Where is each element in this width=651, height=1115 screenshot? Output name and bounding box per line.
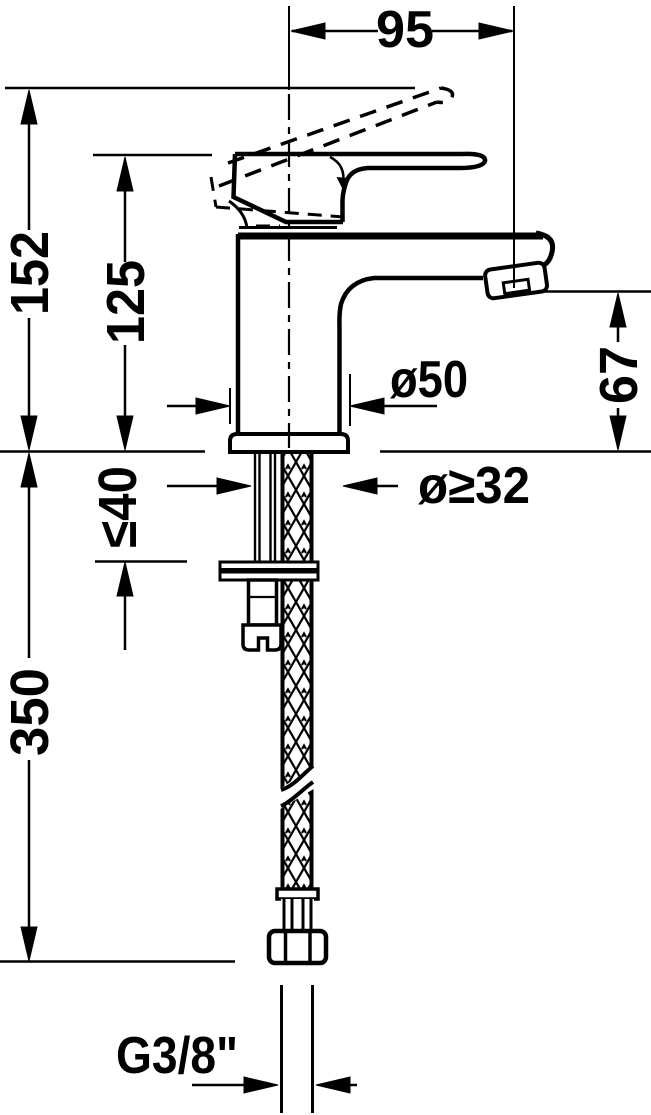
body-tilted-outline bbox=[209, 176, 345, 228]
label-hole-diameter: ø≥32 bbox=[418, 457, 530, 515]
fitting-cap bbox=[275, 887, 320, 901]
washer-plate-top bbox=[218, 560, 320, 571]
arrow-125-top bbox=[116, 156, 134, 192]
label-handle-height: 125 bbox=[96, 260, 156, 344]
arrow-67-top bbox=[609, 292, 627, 328]
spout-nose bbox=[535, 230, 556, 268]
arrow-thread-right bbox=[315, 1076, 351, 1094]
label-overall-height: 152 bbox=[0, 231, 60, 315]
fitting-ribs bbox=[282, 899, 313, 931]
label-base-diameter: ø50 bbox=[390, 351, 468, 409]
fixing-nut-collar bbox=[241, 623, 283, 652]
arrow-thread-left bbox=[243, 1076, 279, 1094]
label-hose-length: 350 bbox=[0, 668, 60, 756]
arrow-deck-up bbox=[116, 561, 134, 597]
arrow-125-bottom bbox=[116, 415, 134, 451]
connection-thread-pipe bbox=[280, 985, 314, 1113]
arrow-95-right bbox=[478, 22, 514, 40]
arrow-152-top bbox=[20, 89, 38, 125]
dimension-lines bbox=[20, 22, 627, 1094]
reference-lines bbox=[0, 6, 651, 963]
label-spout-projection: 95 bbox=[376, 1, 434, 59]
threaded-stud bbox=[253, 453, 277, 562]
fixing-nut-body bbox=[246, 578, 279, 627]
cartridge-housing bbox=[231, 153, 343, 225]
supply-hose bbox=[277, 453, 317, 889]
aerator bbox=[483, 260, 550, 301]
faucet-body bbox=[228, 153, 556, 454]
arrow-95-left bbox=[290, 22, 326, 40]
lever-raised-position bbox=[218, 86, 455, 188]
arrow-d50-right bbox=[349, 397, 385, 415]
arrow-152-bottom bbox=[20, 415, 38, 451]
hose-end-fitting bbox=[266, 887, 329, 1113]
lever-rest-position bbox=[235, 151, 488, 222]
arrow-d32-left bbox=[216, 477, 252, 495]
lever-handle bbox=[209, 86, 488, 229]
arrow-350-top bbox=[20, 452, 38, 488]
label-max-deck-thickness: ≤40 bbox=[88, 466, 148, 548]
rotation-arrowhead bbox=[336, 177, 348, 190]
pivot-arc bbox=[228, 199, 249, 229]
dimension-labels: 95 152 125 ≤40 350 67 ø50 ø≥32 G3/8" bbox=[0, 1, 649, 1085]
fixing-set bbox=[218, 453, 320, 652]
hex-nut bbox=[266, 928, 329, 966]
arrow-d50-left bbox=[195, 397, 231, 415]
arrow-67-bottom bbox=[609, 415, 627, 451]
hose-break-gap bbox=[277, 764, 317, 811]
arrow-350-bottom bbox=[20, 926, 38, 962]
label-spout-height: 67 bbox=[589, 346, 649, 404]
spout-underside bbox=[337, 275, 483, 328]
arrow-d32-right bbox=[342, 477, 378, 495]
label-connection-thread: G3/8" bbox=[116, 1027, 238, 1085]
